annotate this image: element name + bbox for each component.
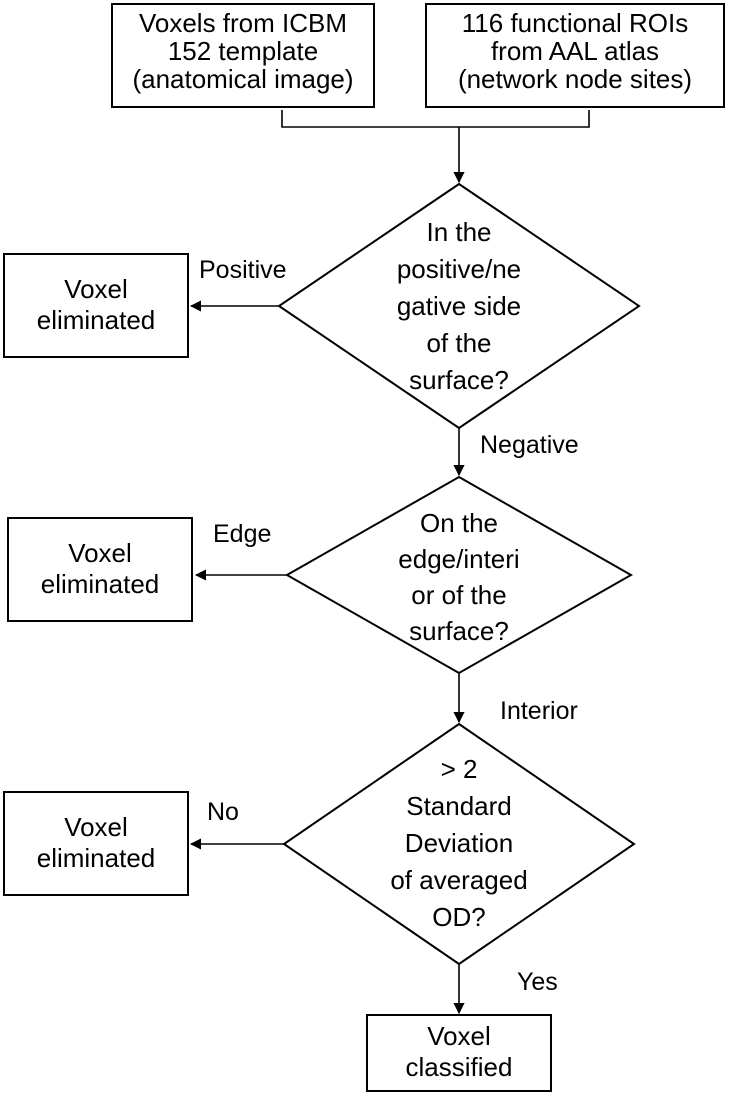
decision1-line2: positive/ne xyxy=(396,254,522,284)
eliminated-2-text: Voxel eliminated xyxy=(8,538,192,600)
source-aal-text: 116 functional ROIs from AAL atlas (netw… xyxy=(426,9,724,93)
label-interior: Interior xyxy=(500,697,578,725)
classified-text: Voxel classified xyxy=(367,1021,551,1083)
decision3-text: > 2 Standard Deviation of averaged OD? xyxy=(359,751,559,936)
merge-bracket xyxy=(281,110,590,128)
decision3-line3: Deviation xyxy=(404,828,514,858)
label-negative: Negative xyxy=(480,431,579,459)
decision3-line2: Standard xyxy=(406,791,512,821)
source-aal-line1: 116 functional ROIs xyxy=(461,8,689,38)
decision2-line3: or of the xyxy=(411,580,507,610)
eliminated-3-text: Voxel eliminated xyxy=(4,812,188,874)
source-box-aal xyxy=(425,3,725,108)
source-box-icbm xyxy=(111,3,375,108)
source-icbm-text: Voxels from ICBM 152 template (anatomica… xyxy=(112,9,374,93)
source-icbm-line3: (anatomical image) xyxy=(132,64,354,94)
eliminated-3-line2: eliminated xyxy=(36,843,156,873)
decision3-line4: of averaged xyxy=(390,865,528,895)
eliminated-box-3 xyxy=(3,791,189,896)
eliminated-2-line2: eliminated xyxy=(40,569,160,599)
eliminated-1-line1: Voxel xyxy=(64,274,128,304)
decision3-line1: > 2 xyxy=(440,754,478,784)
decision2-line2: edge/interi xyxy=(398,544,520,574)
decision2-line1: On the xyxy=(419,508,499,538)
eliminated-box-2 xyxy=(7,517,193,622)
eliminated-2-line1: Voxel xyxy=(68,538,132,568)
classified-line2: classified xyxy=(405,1052,513,1082)
label-yes: Yes xyxy=(517,968,558,996)
eliminated-box-1 xyxy=(3,253,189,358)
decision1-line5: surface? xyxy=(409,365,509,395)
label-no: No xyxy=(207,798,239,826)
source-aal-line3: (network node sites) xyxy=(457,64,693,94)
decision1-line4: of the xyxy=(426,328,492,358)
classified-line1: Voxel xyxy=(427,1021,491,1051)
source-icbm-line2: 152 template xyxy=(167,36,319,66)
source-aal-line2: from AAL atlas xyxy=(490,36,660,66)
decision3-line5: OD? xyxy=(432,902,486,932)
label-edge: Edge xyxy=(213,520,272,548)
decision1-line1: In the xyxy=(426,217,492,247)
decision2-line4: surface? xyxy=(409,616,509,646)
label-positive: Positive xyxy=(199,256,287,284)
eliminated-3-line1: Voxel xyxy=(64,812,128,842)
eliminated-1-text: Voxel eliminated xyxy=(4,274,188,336)
decision1-line3: gative side xyxy=(396,291,522,321)
source-icbm-line1: Voxels from ICBM xyxy=(138,8,348,38)
decision2-text: On the edge/interi or of the surface? xyxy=(359,505,559,649)
eliminated-1-line2: eliminated xyxy=(36,305,156,335)
classified-box xyxy=(366,1014,552,1092)
decision1-text: In the positive/ne gative side of the su… xyxy=(359,214,559,399)
